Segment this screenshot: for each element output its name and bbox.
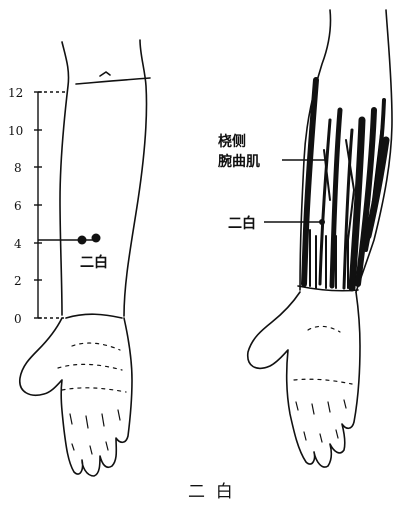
figure-caption: 二 白 [188, 482, 233, 502]
acupoint-dot-ulnar [92, 234, 101, 243]
acupoint-dot-radial [78, 236, 87, 245]
flexor-muscles-shading [304, 80, 386, 288]
left-palm [20, 318, 132, 476]
left-arm-inner-contour [124, 40, 147, 316]
left-point-label: 二白 [80, 254, 108, 271]
tick-label-4: 4 [14, 237, 22, 251]
muscle-label-line2: 腕曲肌 [218, 153, 260, 170]
left-wrist-crease [66, 314, 122, 318]
muscle-label-line1: 桡侧 [218, 133, 246, 150]
tick-label-0: 0 [14, 312, 22, 326]
cun-scale [34, 92, 96, 318]
right-point-label: 二白 [228, 215, 256, 232]
tick-label-12: 12 [8, 86, 23, 100]
tick-label-10: 10 [8, 124, 23, 138]
right-acupoint-dot [319, 219, 325, 225]
left-arm-outer-contour [60, 42, 69, 315]
label-leader-lines [264, 160, 328, 222]
scale-tick-labels: 12 10 8 6 4 2 0 [8, 86, 23, 326]
left-elbow-crease [76, 78, 150, 84]
tick-label-6: 6 [14, 199, 22, 213]
tick-label-2: 2 [14, 274, 22, 288]
tick-label-8: 8 [14, 161, 22, 175]
